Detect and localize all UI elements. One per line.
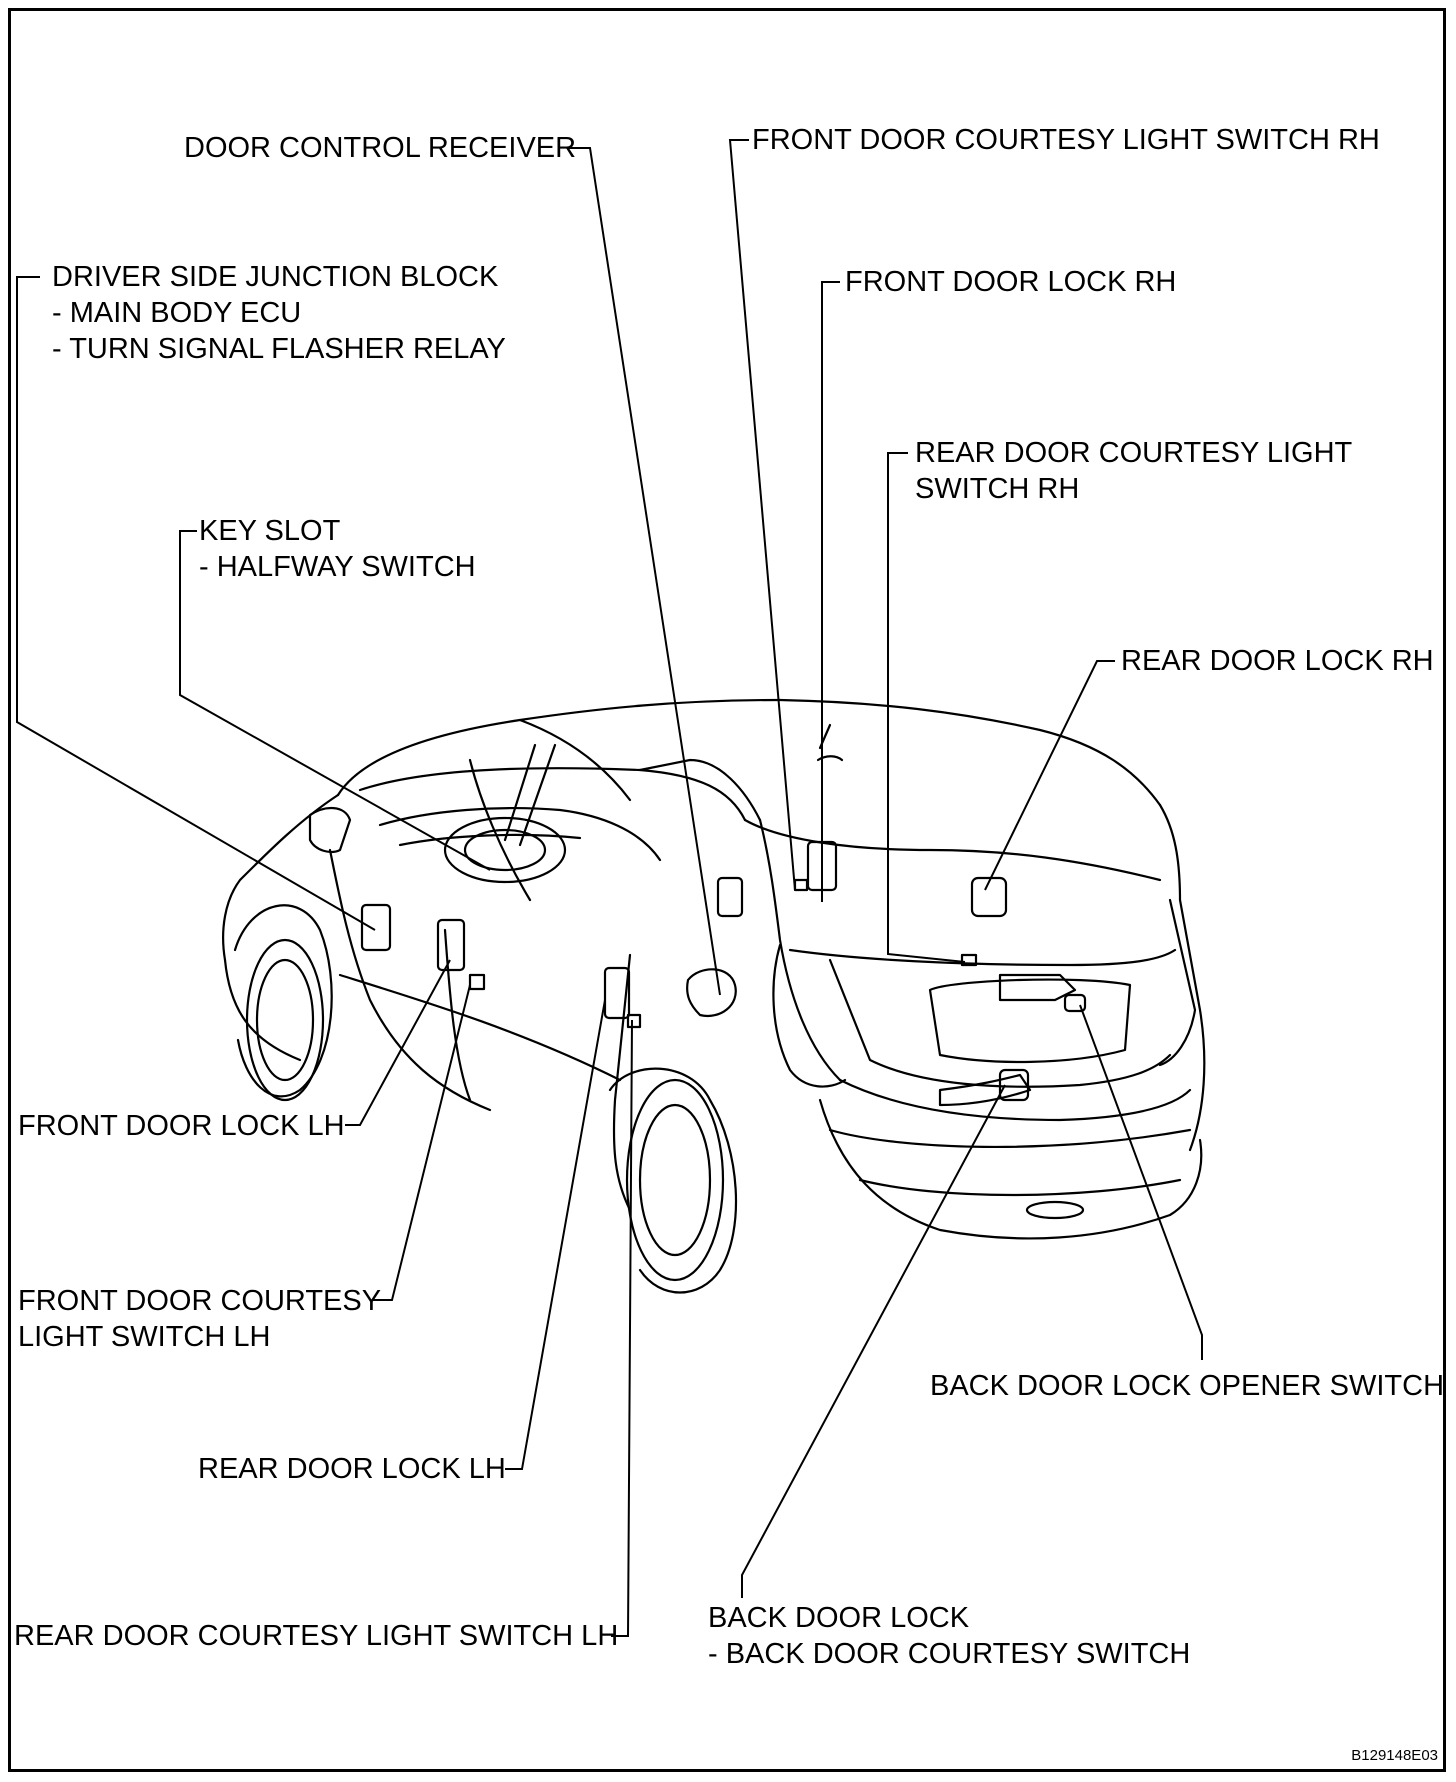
car-illustration (222, 698, 1206, 1294)
label-back-door-lock-opener-switch: BACK DOOR LOCK OPENER SWITCH (930, 1370, 1445, 1402)
diagram-frame (8, 8, 1446, 1772)
label-front-door-lock-rh: FRONT DOOR LOCK RH (845, 266, 1177, 298)
label-front-door-lock-lh: FRONT DOOR LOCK LH (18, 1110, 345, 1142)
figure-code: B129148E03 (1351, 1747, 1438, 1764)
label-back-door-lock: BACK DOOR LOCK - BACK DOOR COURTESY SWIT… (708, 1602, 1191, 1670)
label-key-slot: KEY SLOT - HALFWAY SWITCH (199, 515, 476, 583)
label-front-door-courtesy-light-switch-lh: FRONT DOOR COURTESY LIGHT SWITCH LH (18, 1285, 382, 1353)
label-rear-door-lock-lh: REAR DOOR LOCK LH (198, 1453, 506, 1485)
label-front-door-courtesy-light-switch-rh: FRONT DOOR COURTESY LIGHT SWITCH RH (752, 124, 1380, 156)
label-rear-door-courtesy-light-switch-rh: REAR DOOR COURTESY LIGHT SWITCH RH (915, 437, 1353, 505)
label-rear-door-courtesy-light-switch-lh: REAR DOOR COURTESY LIGHT SWITCH LH (14, 1620, 619, 1652)
leader-lines (16, 139, 1203, 1637)
label-rear-door-lock-rh: REAR DOOR LOCK RH (1121, 645, 1434, 677)
label-driver-side-junction-block: DRIVER SIDE JUNCTION BLOCK - MAIN BODY E… (52, 261, 506, 365)
label-door-control-receiver: DOOR CONTROL RECEIVER (184, 132, 577, 164)
